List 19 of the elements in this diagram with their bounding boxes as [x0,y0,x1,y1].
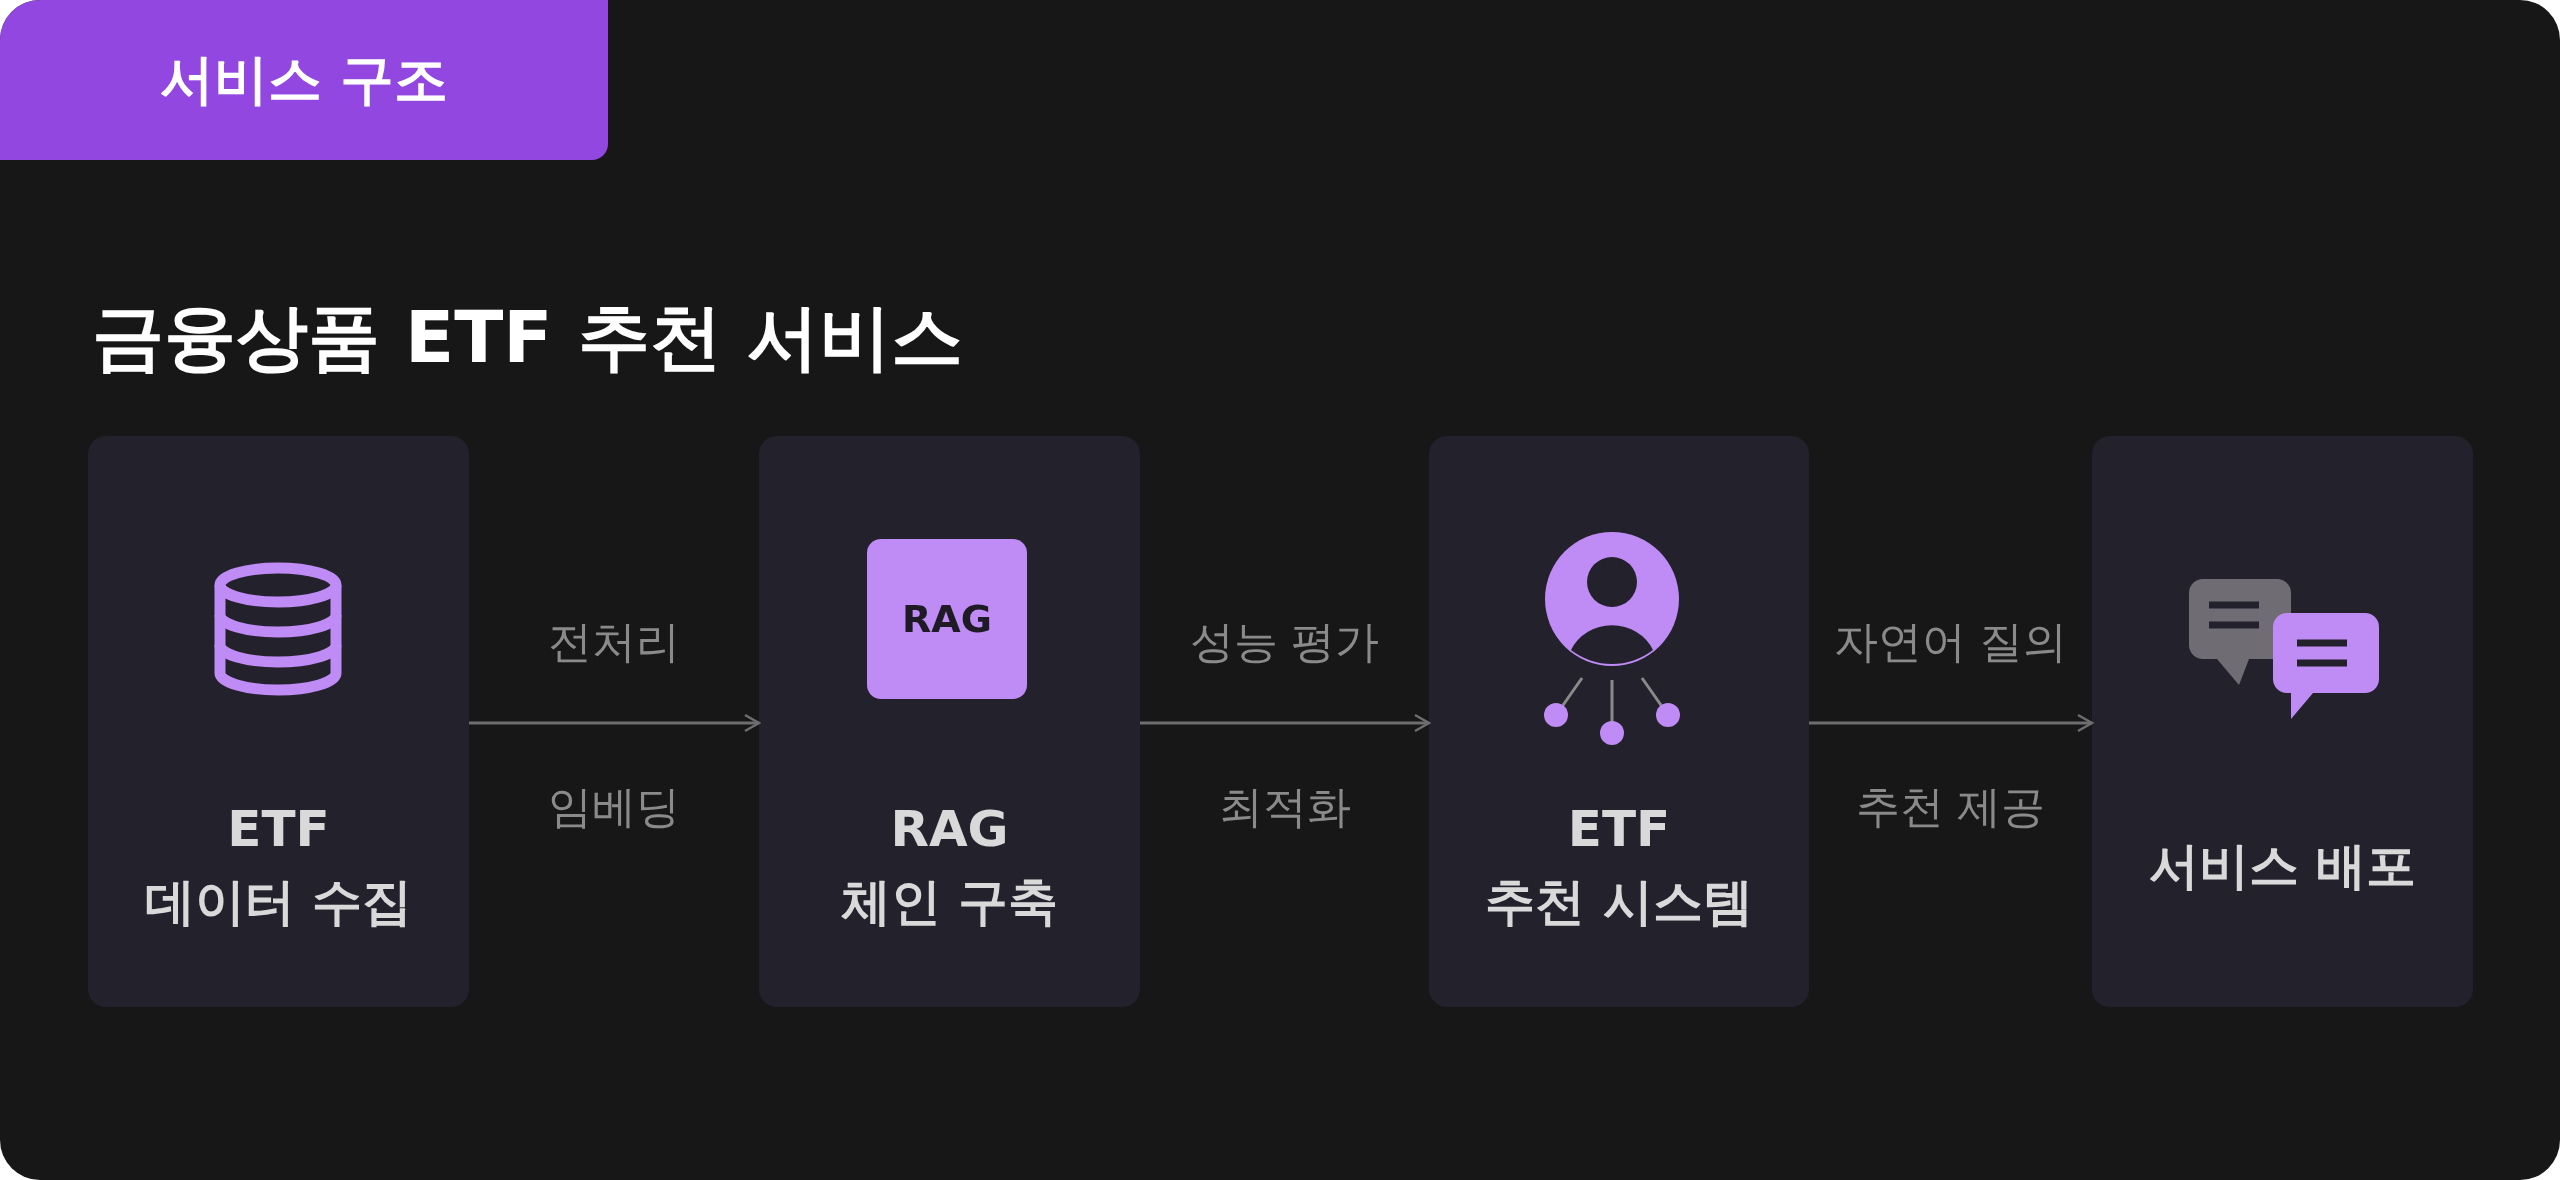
card-title: 데이터 수집 [144,872,413,933]
badge-label: RAG [902,597,992,641]
card-title: RAG [890,799,1009,860]
arrow [469,713,761,733]
card-title: ETF [227,799,330,860]
process-card [759,436,1140,1007]
card-title: ETF [1567,799,1671,860]
arrow [1140,713,1431,733]
process-card [88,436,469,1007]
section-tab [0,0,608,160]
tab-label: 서비스 구조 [159,46,449,113]
process-card [1429,436,1809,1007]
arrow [1809,713,2094,733]
diagram-title: 금융상품 ETF 추천 서비스 [92,294,963,381]
process-card [2092,436,2473,1007]
card-title: 서비스 배포 [2148,835,2417,897]
card-title: 추천 시스템 [1485,872,1753,933]
card-title: 체인 구축 [840,872,1059,933]
rag-badge [867,539,1027,699]
